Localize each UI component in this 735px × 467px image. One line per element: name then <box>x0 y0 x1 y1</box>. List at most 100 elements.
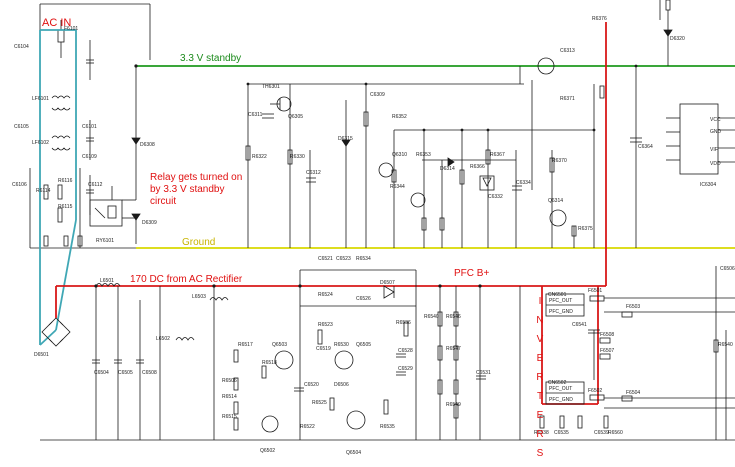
label-q6505: Q6505 <box>356 342 371 348</box>
label-c6364: C6364 <box>638 144 653 150</box>
label-r6560: R6560 <box>608 430 623 436</box>
label-ry6101: RY6101 <box>96 238 114 244</box>
label-r6366: R6366 <box>470 164 485 170</box>
label-c6506: C6506 <box>720 266 735 272</box>
label-r6523: R6523 <box>318 322 333 328</box>
label-c6109: C6109 <box>82 154 97 160</box>
label-d6308: D6308 <box>140 142 155 148</box>
label-c6526: C6526 <box>356 296 371 302</box>
label-q6305: Q6305 <box>288 114 303 120</box>
pfc-section <box>40 266 735 441</box>
ac-input-section <box>29 3 151 249</box>
label-c6528: C6528 <box>398 348 413 354</box>
label-d6507: D6507 <box>380 280 395 286</box>
label-r6371: R6371 <box>560 96 575 102</box>
label-r6370: R6370 <box>552 158 567 164</box>
label-pfc-gnd-2: PFC_GND <box>549 397 573 403</box>
standby-circuit <box>245 0 735 248</box>
label-c6106: C6106 <box>12 182 27 188</box>
label-r6515: R6515 <box>222 414 237 420</box>
label-l6501: L6501 <box>100 278 114 284</box>
label-r6506: R6506 <box>222 378 237 384</box>
label-f6508: F6508 <box>600 332 614 338</box>
label-vcc: VCC <box>710 117 721 123</box>
label-r6546: R6546 <box>446 314 461 320</box>
label-q6503: Q6503 <box>272 342 287 348</box>
label-th6301: TH6301 <box>262 84 280 90</box>
label-c6101: C6101 <box>82 124 97 130</box>
label-c6312: C6312 <box>306 170 321 176</box>
label-c6309: C6309 <box>370 92 385 98</box>
label-r6322: R6322 <box>252 154 267 160</box>
label-lf6101: LF6101 <box>32 96 49 102</box>
component-labels: C6104 F6101 LF6101 LF6102 C6105 C6101 C6… <box>12 16 735 456</box>
label-r6540: R6540 <box>424 314 439 320</box>
label-d6315: D6315 <box>338 136 353 142</box>
label-r6353: R6353 <box>416 152 431 158</box>
label-r6517: R6517 <box>238 342 253 348</box>
label-c6519: C6519 <box>316 346 331 352</box>
label-c6311: C6311 <box>248 112 263 118</box>
label-r6534: R6534 <box>356 256 371 262</box>
label-pfc-out-1: PFC_OUT <box>549 298 572 304</box>
label-r6524: R6524 <box>318 292 333 298</box>
label-lf6102: LF6102 <box>32 140 49 146</box>
label-r6376: R6376 <box>592 16 607 22</box>
label-c6520: C6520 <box>304 382 319 388</box>
label-d6320: D6320 <box>670 36 685 42</box>
label-c6523: C6523 <box>336 256 351 262</box>
label-r6547: R6547 <box>446 346 461 352</box>
annotations: AC IN 3.3 V standby Relay gets turned on… <box>42 17 546 467</box>
label-c6504: C6504 <box>94 370 109 376</box>
label-r6518: R6518 <box>262 360 277 366</box>
label-d6314: D6314 <box>440 166 455 172</box>
label-c6531: C6531 <box>476 370 491 376</box>
label-r6538: R6538 <box>534 430 549 436</box>
label-r6549: R6549 <box>446 402 461 408</box>
label-c6112: C6112 <box>88 182 103 188</box>
annotation-relay-line2: by 3.3 V standby <box>150 184 225 195</box>
label-ic6304: IC6304 <box>700 182 716 188</box>
label-gnd: GND <box>710 129 722 135</box>
label-r6344: R6344 <box>390 184 405 190</box>
annotation-170dc: 170 DC from AC Rectifier <box>130 274 243 285</box>
annotation-pfc: PFC B+ <box>454 268 489 279</box>
label-r6115: R6115 <box>58 204 73 210</box>
annotation-ground: Ground <box>182 237 215 248</box>
label-c6313: C6313 <box>560 48 575 54</box>
label-d6506: D6506 <box>334 382 349 388</box>
label-f6504: F6504 <box>626 390 640 396</box>
label-cn6501: CN6501 <box>548 292 567 298</box>
label-l6503: L6503 <box>192 294 206 300</box>
label-pfc-out-2: PFC_OUT <box>549 386 572 392</box>
label-c6508: C6508 <box>142 370 157 376</box>
label-r6522: R6522 <box>300 424 315 430</box>
annotation-ac-in: AC IN <box>42 17 71 29</box>
label-r6525: R6525 <box>312 400 327 406</box>
label-pfc-gnd-1: PFC_GND <box>549 309 573 315</box>
label-c6541: C6541 <box>572 322 587 328</box>
label-l6502: L6502 <box>156 336 170 342</box>
label-q6310: Q6310 <box>392 152 407 158</box>
label-r6535: R6535 <box>380 424 395 430</box>
label-c6521: C6521 <box>318 256 333 262</box>
label-f6507: F6507 <box>600 348 614 354</box>
annotation-standby: 3.3 V standby <box>180 53 241 64</box>
label-f6502: F6502 <box>588 388 602 394</box>
label-r6352: R6352 <box>392 114 407 120</box>
label-c6535: C6535 <box>554 430 569 436</box>
label-c6334: C6334 <box>516 180 531 186</box>
label-f6503: F6503 <box>626 304 640 310</box>
annotation-relay-line1: Relay gets turned on <box>150 172 242 183</box>
label-r6114: R6114 <box>36 188 51 194</box>
label-d6309: D6309 <box>142 220 157 226</box>
label-f6101: F6101 <box>64 26 78 32</box>
dc-170v-wire <box>55 22 607 405</box>
annotation-relay-line3: circuit <box>150 196 176 207</box>
label-r6536: R6536 <box>396 320 411 326</box>
label-d6501: D6501 <box>34 352 49 358</box>
label-r6367: R6367 <box>490 152 505 158</box>
label-cn6502: CN6502 <box>548 380 567 386</box>
